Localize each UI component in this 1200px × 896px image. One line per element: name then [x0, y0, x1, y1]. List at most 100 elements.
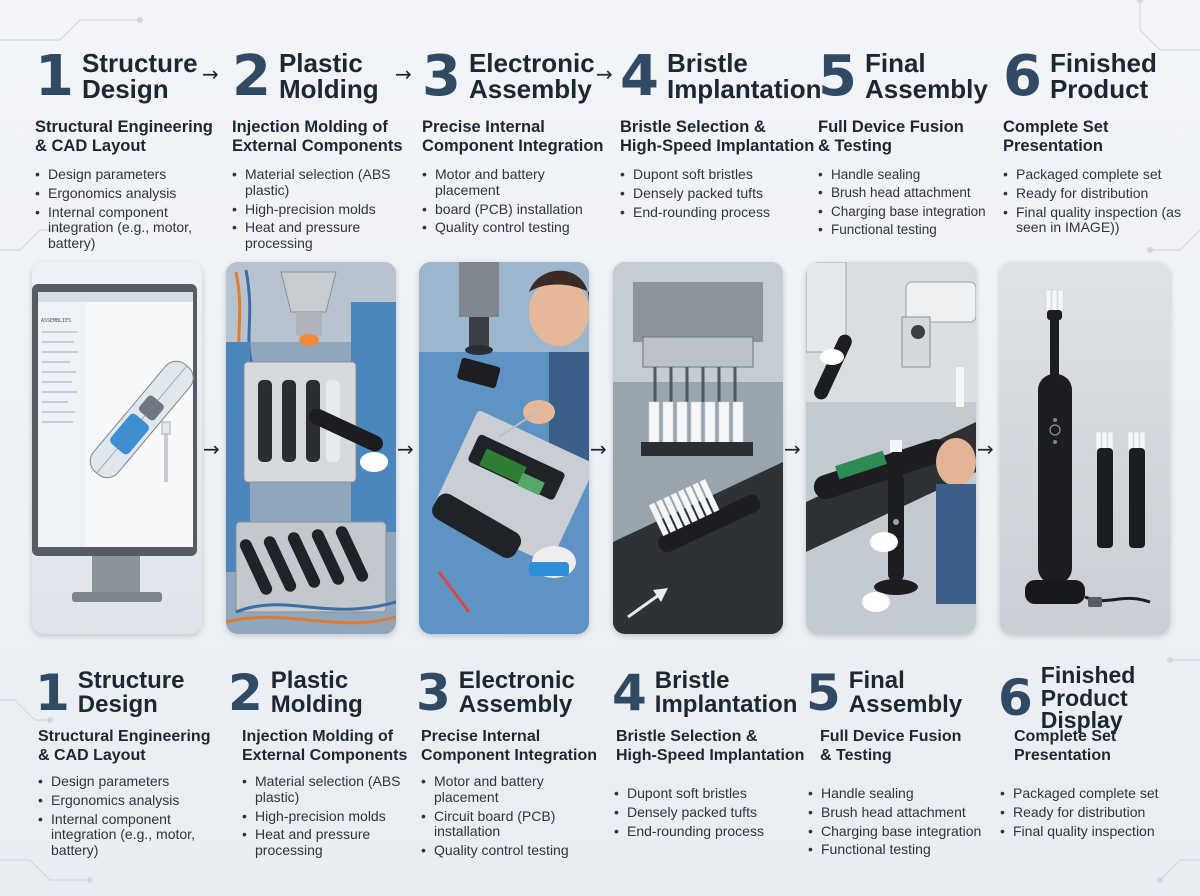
step-3-bottom: 3 Electronic Assembly Precise Internal C…: [416, 0, 606, 896]
bullet-item: Motor and battery placement: [422, 166, 612, 199]
bullet-item: Packaged complete set: [1000, 785, 1190, 802]
step-subtitle: Precise Internal Component Integration: [422, 118, 604, 156]
bullet-item: Ready for distribution: [1003, 185, 1193, 202]
bullet-item: Material selection (ABS plastic): [242, 773, 422, 806]
step-bullets: Material selection (ABS plastic) High-pr…: [232, 166, 422, 255]
step-title: Final Assembly: [848, 667, 963, 718]
step-subtitle: Precise Internal Component Integration: [421, 728, 597, 764]
step-number: 6: [998, 668, 1033, 727]
bullet-item: Final quality inspection: [1000, 823, 1190, 840]
panel-cad-design: ASSEMBLIES: [32, 262, 202, 634]
step-number: 4: [620, 44, 659, 109]
step-number: 2: [232, 44, 271, 109]
step-header: 2 Plastic Molding: [228, 664, 363, 722]
step-subtitle: Complete Set Presentation: [1003, 118, 1109, 156]
step-6-bottom: 6 Finished Product Display Complete Set …: [998, 0, 1188, 896]
step-bullets: Packaged complete set Ready for distribu…: [1003, 166, 1193, 239]
step-bullets: Motor and battery placement board (PCB) …: [422, 166, 612, 239]
step-title: Plastic Molding: [270, 667, 363, 718]
step-title: Electronic Assembly: [458, 667, 575, 718]
step-title: Electronic Assembly: [468, 48, 595, 104]
bullet-item: Dupont soft bristles: [614, 785, 804, 802]
step-bullets: Dupont soft bristles Densely packed tuft…: [620, 166, 810, 223]
step-header: 5 Final Assembly: [818, 44, 988, 109]
panel-finished-product: [1000, 262, 1170, 634]
panel-plastic-molding: [226, 262, 396, 634]
bullet-item: High-precision molds: [242, 808, 422, 825]
bullet-item: Handle sealing: [808, 785, 998, 802]
step-number: 3: [422, 44, 461, 109]
step-4-bottom: 4 Bristle Implantation Bristle Selection…: [612, 0, 804, 896]
panel-final-assembly: [806, 262, 976, 634]
step-header: 3 Electronic Assembly: [416, 664, 575, 722]
step-number: 3: [416, 664, 451, 722]
step-header: 1 Structure Design: [35, 44, 198, 109]
step-header: 4 Bristle Implantation: [612, 664, 797, 722]
bullet-item: Dupont soft bristles: [620, 166, 810, 183]
panel-bristle-implantation: [613, 262, 783, 634]
flow-arrow: →: [784, 437, 801, 461]
step-subtitle: Injection Molding of External Components: [232, 118, 403, 156]
step-header: 2 Plastic Molding: [232, 44, 379, 109]
step-subtitle: Full Device Fusion & Testing: [820, 728, 962, 764]
step-number: 1: [35, 44, 74, 109]
step-6-top: 6 Finished Product Complete Set Presenta…: [1003, 0, 1193, 896]
step-title: Finished Product: [1049, 48, 1157, 104]
bullet-item: Heat and pressure processing: [232, 220, 422, 252]
bullet-item: Densely packed tufts: [620, 185, 810, 202]
step-subtitle: Complete Set Presentation: [1014, 728, 1117, 764]
flow-arrow: →: [203, 437, 220, 461]
bullet-item: Ergonomics analysis: [38, 792, 228, 809]
bullet-item: Charging base integration: [818, 204, 1008, 220]
step-bullets: Material selection (ABS plastic) High-pr…: [242, 773, 422, 862]
flow-arrow: →: [397, 437, 414, 461]
bullet-item: Packaged complete set: [1003, 166, 1193, 183]
bullet-item: Functional testing: [808, 842, 998, 858]
step-subtitle: Full Device Fusion & Testing: [818, 118, 964, 156]
step-number: 5: [806, 664, 841, 722]
step-header: 1 Structure Design: [35, 664, 184, 722]
step-3-top: 3 Electronic Assembly Precise Internal C…: [422, 0, 612, 896]
bullet-item: Circuit board (PCB) installation: [421, 808, 596, 841]
step-number: 4: [612, 664, 647, 722]
bullet-item: End-rounding process: [620, 204, 810, 221]
bullet-item: board (PCB) installation: [422, 201, 612, 218]
step-subtitle: Bristle Selection & High-Speed Implantat…: [616, 728, 805, 764]
bullet-item: Internal component integration (e.g., mo…: [38, 811, 228, 859]
step-subtitle: Injection Molding of External Components: [242, 728, 408, 764]
step-number: 2: [228, 664, 263, 722]
step-bullets: Motor and battery placement Circuit boar…: [421, 773, 596, 862]
panel-electronic-assembly: [419, 262, 589, 634]
flow-arrow: →: [596, 62, 613, 86]
step-bullets: Dupont soft bristles Densely packed tuft…: [614, 785, 804, 842]
bullet-item: Brush head attachment: [818, 185, 1008, 201]
flow-arrow: →: [590, 437, 607, 461]
bullet-item: Ergonomics analysis: [35, 185, 225, 202]
step-subtitle: Bristle Selection & High-Speed Implantat…: [620, 118, 815, 156]
step-5-bottom: 5 Final Assembly Full Device Fusion & Te…: [806, 0, 996, 896]
step-bullets: Handle sealing Brush head attachment Cha…: [808, 785, 998, 861]
step-1-top: 1 Structure Design Structural Engineerin…: [35, 0, 225, 896]
step-bullets: Handle sealing Brush head attachment Cha…: [818, 167, 1008, 240]
step-subtitle: Structural Engineering & CAD Layout: [38, 728, 211, 764]
bullet-item: End-rounding process: [614, 823, 804, 840]
step-header: 5 Final Assembly: [806, 664, 962, 722]
step-header: 6 Finished Product: [1003, 44, 1157, 109]
step-title: Structure Design: [81, 48, 198, 104]
step-header: 6 Finished Product Display: [998, 664, 1188, 732]
step-bullets: Packaged complete set Ready for distribu…: [1000, 785, 1190, 842]
bullet-item: Motor and battery placement: [421, 773, 596, 806]
step-header: 3 Electronic Assembly: [422, 44, 595, 109]
bullet-item: Design parameters: [35, 166, 225, 183]
bullet-item: Handle sealing: [818, 167, 1008, 183]
flow-arrow: →: [202, 62, 219, 86]
bullet-item: Functional testing: [818, 222, 1008, 238]
bullet-item: High-precision molds: [232, 201, 422, 218]
step-bullets: Design parameters Ergonomics analysis In…: [35, 166, 225, 255]
step-bullets: Design parameters Ergonomics analysis In…: [38, 773, 228, 862]
step-title: Plastic Molding: [278, 48, 379, 104]
step-number: 5: [818, 44, 857, 109]
step-number: 1: [35, 664, 70, 722]
step-5-top: 5 Final Assembly Full Device Fusion & Te…: [818, 0, 1008, 896]
step-4-top: 4 Bristle Implantation Bristle Selection…: [620, 0, 822, 896]
